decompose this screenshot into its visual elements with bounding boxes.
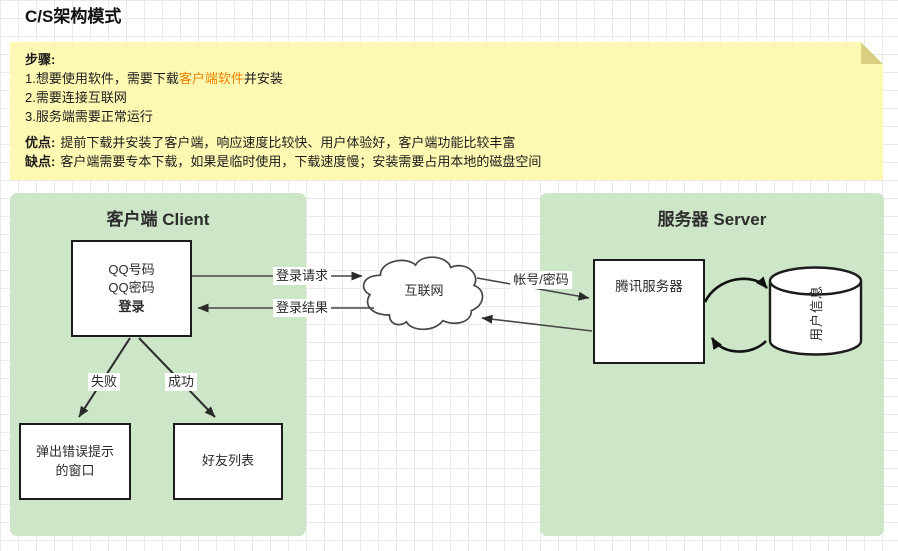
note-step-3: 3.服务端需要正常运行: [25, 109, 153, 124]
note-fold-corner: [861, 42, 883, 64]
note-box: 步骤: 1.想要使用软件，需要下载客户端软件并安装 2.需要连接互联网 3.服务…: [10, 42, 883, 180]
note-step-1: 1.想要使用软件，需要下载客户端软件并安装: [25, 71, 283, 86]
error-popup-box: 弹出错误提示 的窗口: [19, 423, 131, 500]
note-cons: 缺点:客户端需要专本下载，如果是临时使用，下载速度慢；安装需要占用本地的磁盘空间: [25, 154, 542, 169]
login-box-line1: QQ号码: [108, 261, 155, 277]
friends-box-label: 好友列表: [201, 453, 254, 469]
login-form-box: QQ号码 QQ密码 登录: [71, 240, 192, 337]
server-panel-title: 服务器 Server: [657, 210, 767, 229]
login-box-line2: QQ密码: [108, 280, 155, 296]
internet-cloud-label: 互联网: [404, 283, 444, 298]
fail-label: 失败: [87, 373, 121, 391]
database-label: 用户信息: [809, 284, 824, 342]
server-box-label: 腾讯服务器: [615, 279, 683, 294]
login-box-line3: 登录: [118, 298, 145, 314]
note-pros: 优点:提前下载并安装了客户端，响应速度比较快、用户体验好，客户端功能比较丰富: [25, 135, 516, 150]
login-response-label: 登录结果: [272, 299, 332, 317]
page-title: C/S架构模式: [25, 7, 122, 26]
tencent-server-box: 腾讯服务器: [593, 259, 705, 364]
highlighted-text: 客户端软件: [178, 71, 244, 86]
success-label: 成功: [164, 373, 198, 391]
credentials-label: 帐号/密码: [510, 271, 572, 289]
note-heading: 步骤:: [25, 52, 56, 67]
error-box-line2: 的窗口: [55, 462, 95, 478]
friend-list-box: 好友列表: [173, 423, 283, 500]
server-panel: 服务器 Server: [540, 193, 884, 536]
error-box-line1: 弹出错误提示: [35, 444, 114, 459]
client-panel-title: 客户端 Client: [106, 210, 210, 229]
login-request-label: 登录请求: [272, 267, 332, 285]
note-step-2: 2.需要连接互联网: [25, 90, 127, 105]
